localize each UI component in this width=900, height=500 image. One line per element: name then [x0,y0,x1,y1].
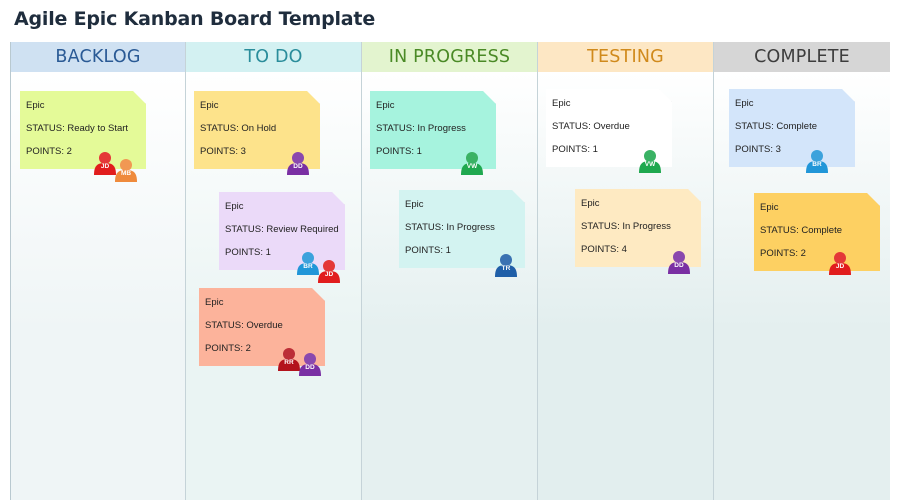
column-header: COMPLETE [714,42,890,72]
assignee-avatar-icon[interactable]: JD [93,151,117,175]
card-points: POINTS: 1 [225,247,271,258]
card-status: STATUS: Complete [760,225,843,236]
card-status: STATUS: In Progress [581,221,671,232]
card-avatar-layer: TR [399,190,525,277]
card-title: Epic [735,98,754,109]
card-status: STATUS: On Hold [200,123,277,134]
card-status: STATUS: In Progress [376,123,466,134]
assignee-avatar-icon[interactable]: VW [460,151,484,175]
assignee-avatar-icon[interactable]: RR [277,347,301,371]
card-avatar-layer: JD MB [20,91,146,182]
card-title: Epic [200,100,219,111]
assignee-initials: VW [644,161,656,168]
card-title: Epic [26,100,45,111]
assignee-initials: DD [674,262,684,269]
assignee-avatar-icon[interactable]: BR [296,251,320,275]
assignee-avatar-icon[interactable]: MB [114,158,138,182]
card-points: POINTS: 1 [405,245,451,256]
card-status: STATUS: Ready to Start [26,123,129,134]
assignee-avatar-icon[interactable]: DD [667,250,691,274]
assignee-initials: VW [466,163,478,170]
column-header: BACKLOG [11,42,185,72]
assignee-initials: DD [293,163,303,170]
card-title: Epic [225,201,244,212]
card-title: Epic [205,297,224,308]
assignee-avatar-icon[interactable]: BR [805,149,829,173]
assignee-initials: DD [305,364,315,371]
assignee-avatar-icon[interactable]: TR [494,253,518,277]
page-title: Agile Epic Kanban Board Template [14,8,376,30]
card-points: POINTS: 2 [205,343,251,354]
assignee-avatar-icon[interactable]: JD [828,251,852,275]
assignee-initials: RR [284,359,294,366]
card-title: Epic [376,100,395,111]
column-header: TESTING [538,42,713,72]
card-title: Epic [405,199,424,210]
card-avatar-layer: JD [754,193,880,275]
card-avatar-layer: BR [729,89,855,173]
assignee-avatar-icon[interactable]: JD [317,259,341,283]
card-title: Epic [760,202,779,213]
column-header: TO DO [186,42,361,72]
assignee-initials: MB [120,170,132,177]
column-header: IN PROGRESS [362,42,537,72]
card-status: STATUS: In Progress [405,222,495,233]
assignee-avatar-icon[interactable]: VW [638,149,662,173]
assignee-avatar-icon[interactable]: DD [298,352,322,376]
card-avatar-layer: VW [370,91,496,175]
card-points: POINTS: 4 [581,244,627,255]
card-status: STATUS: Complete [735,121,818,132]
assignee-avatar-icon[interactable]: DD [286,151,310,175]
card-points: POINTS: 1 [376,146,422,157]
card-points: POINTS: 3 [200,146,246,157]
card-points: POINTS: 3 [735,144,781,155]
assignee-initials: TR [501,265,511,272]
card-points: POINTS: 1 [552,144,598,155]
card-status: STATUS: Overdue [552,121,630,132]
assignee-initials: JD [324,271,334,278]
card-title: Epic [581,198,600,209]
card-status: STATUS: Overdue [205,320,283,331]
assignee-initials: JD [100,163,110,170]
card-avatar-layer: DD [575,189,701,274]
card-avatar-layer: BR JD [219,192,345,283]
card-title: Epic [552,98,571,109]
card-points: POINTS: 2 [26,146,72,157]
card-avatar-layer: VW [546,89,672,173]
assignee-initials: BR [303,263,313,270]
card-points: POINTS: 2 [760,248,806,259]
card-avatar-layer: RR DD [199,288,325,376]
card-status: STATUS: Review Required [225,224,339,235]
card-avatar-layer: DD [194,91,320,175]
assignee-initials: BR [812,161,822,168]
assignee-initials: JD [835,263,845,270]
